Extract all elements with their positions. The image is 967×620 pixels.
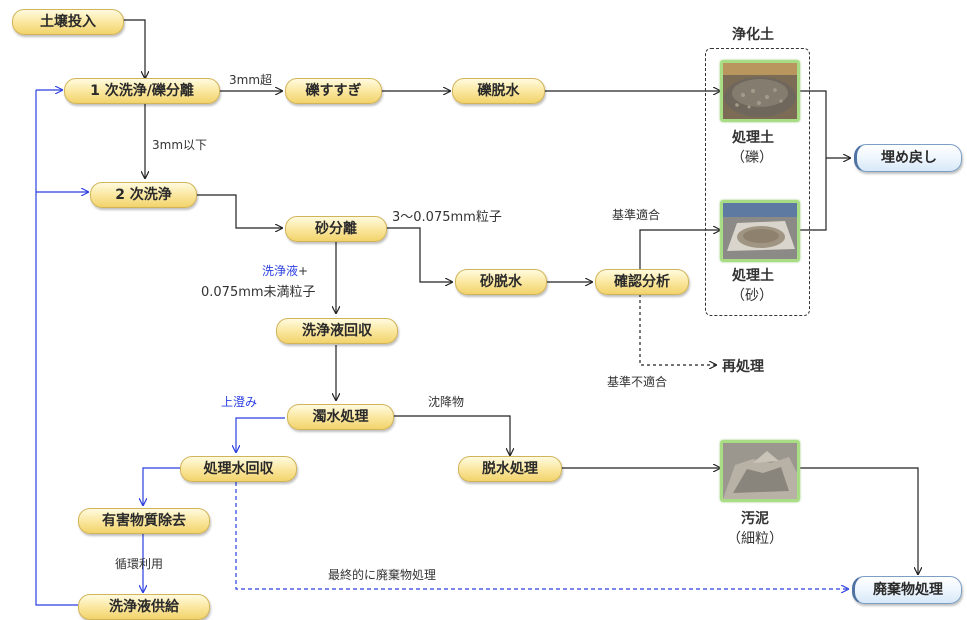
label-particles: 3～0.075mm粒子 xyxy=(392,210,502,225)
arrow-recovery-to-hazardous xyxy=(143,467,180,505)
confirm-analysis-node[interactable]: 確認分析 xyxy=(595,269,689,295)
gravel-photo xyxy=(720,60,800,122)
label-wash-liquid-line: 洗浄液+ xyxy=(262,262,308,279)
arrow-sludge-to-waste xyxy=(798,467,918,574)
treated-water-recovery-node[interactable]: 処理水回収 xyxy=(180,456,297,482)
turbid-treatment-node[interactable]: 濁水処理 xyxy=(287,404,394,430)
label-plus: + xyxy=(298,264,309,278)
arrow-sand-to-sdewater xyxy=(385,227,452,282)
sand-dewater-node[interactable]: 砂脱水 xyxy=(455,269,547,295)
soil-input-node[interactable]: 土壌投入 xyxy=(12,9,124,35)
label-supernatant: 上澄み xyxy=(221,395,258,409)
label-over-3mm: 3mm超 xyxy=(229,73,273,87)
dewater-treatment-node[interactable]: 脱水処理 xyxy=(458,456,562,482)
backfill-node[interactable]: 埋め戻し xyxy=(854,144,962,172)
sand-separation-node[interactable]: 砂分離 xyxy=(285,216,387,242)
purified-soil-group xyxy=(705,48,810,316)
line-supply-return xyxy=(35,90,78,606)
sand-photo xyxy=(720,200,800,262)
waste-treatment-node[interactable]: 廃棄物処理 xyxy=(852,576,962,604)
arrow-analysis-to-sand-photo xyxy=(639,230,720,270)
wash-recovery-node[interactable]: 洗浄液回収 xyxy=(276,318,398,344)
label-sediment: 沈降物 xyxy=(428,395,465,409)
primary-wash-node[interactable]: 1 次洗浄/礫分離 xyxy=(64,78,220,104)
label-standard-ng: 基準不適合 xyxy=(607,375,668,389)
label-sludge: 汚泥 xyxy=(741,511,769,527)
hazardous-removal-node[interactable]: 有害物質除去 xyxy=(78,508,210,534)
label-treated-sand: 処理土 xyxy=(732,268,774,284)
label-standard-ok: 基準適合 xyxy=(612,208,661,222)
secondary-wash-node[interactable]: 2 次洗浄 xyxy=(90,182,197,208)
label-treated-gravel: 処理土 xyxy=(732,130,774,146)
line-gravel-to-backfill xyxy=(798,90,827,158)
sludge-photo xyxy=(720,440,800,502)
label-wash-liquid: 洗浄液 xyxy=(262,264,299,278)
label-purified-soil: 浄化土 xyxy=(732,27,774,43)
label-reprocess: 再処理 xyxy=(722,359,764,375)
wash-supply-node[interactable]: 洗浄液供給 xyxy=(78,594,210,620)
label-under-3mm: 3mm以下 xyxy=(152,138,208,152)
label-recycle: 循環利用 xyxy=(115,557,164,571)
arrow-soil-to-primary xyxy=(123,19,145,78)
arrow-final-to-waste xyxy=(235,482,848,589)
arrow-analysis-to-reprocess xyxy=(639,294,716,365)
line-sand-to-backfill xyxy=(798,158,827,231)
arrow-secondary-to-sand xyxy=(195,194,282,228)
label-treated-sand-sub: （砂） xyxy=(731,288,773,304)
label-sludge-sub: （細粒） xyxy=(727,531,783,547)
label-fine-particles: 0.075mm未満粒子 xyxy=(201,285,316,300)
arrow-turbid-to-water-recovery xyxy=(236,417,285,452)
label-final-waste: 最終的に廃棄物処理 xyxy=(328,568,437,582)
gravel-screen-node[interactable]: 礫すすぎ xyxy=(285,78,382,104)
arrow-turbid-to-dewater xyxy=(392,415,510,455)
gravel-dewater-node[interactable]: 礫脱水 xyxy=(452,78,545,104)
label-treated-gravel-sub: （礫） xyxy=(731,150,773,166)
